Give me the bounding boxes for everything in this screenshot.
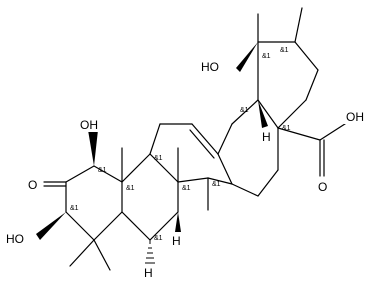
ring-c-bonds bbox=[149, 123, 233, 211]
atom-label-ketone-o: O bbox=[28, 178, 37, 192]
stereo-label-c8: &1 bbox=[212, 181, 221, 188]
stereo-label-c9: &1 bbox=[182, 185, 191, 192]
stereo-label-c3: &1 bbox=[70, 205, 79, 212]
atom-label-hydroxyl-c1: OH bbox=[80, 118, 98, 132]
stereo-label-c5: &1 bbox=[154, 235, 163, 242]
stereo-label-c18: &1 bbox=[240, 107, 249, 114]
stereo-label-c19: &1 bbox=[262, 53, 271, 60]
hashed-bonds bbox=[145, 240, 155, 264]
atom-label-h-c18: H bbox=[262, 130, 271, 144]
stereo-label-c14: &1 bbox=[154, 155, 163, 162]
stereo-label-c10: &1 bbox=[126, 185, 135, 192]
atom-label-acid-o: O bbox=[318, 180, 327, 194]
atom-label-acid-oh: OH bbox=[346, 110, 364, 124]
cooh-bonds bbox=[277, 121, 349, 177]
ring-a-bonds bbox=[43, 165, 123, 271]
atom-label-h-c9: H bbox=[172, 234, 181, 248]
stereo-label-c1: &1 bbox=[98, 167, 107, 174]
atom-label-hydroxyl-c19: HO bbox=[201, 60, 219, 74]
ring-e-bonds bbox=[257, 7, 319, 129]
stereo-labels: &1 &1 &1 &1 &1 &1 &1 &1 &1 &1 &1 bbox=[70, 47, 291, 242]
stereo-label-c20: &1 bbox=[280, 47, 289, 54]
atom-labels: HO OH O HO OH O H H H bbox=[4, 58, 370, 280]
stereo-label-c17: &1 bbox=[282, 125, 291, 132]
atom-label-hydroxyl-c3: HO bbox=[6, 232, 24, 246]
ring-d-bonds bbox=[217, 99, 279, 197]
atom-label-h-c5: H bbox=[144, 266, 153, 280]
ring-b-bonds bbox=[121, 147, 179, 241]
wedge-bonds bbox=[36, 42, 268, 240]
